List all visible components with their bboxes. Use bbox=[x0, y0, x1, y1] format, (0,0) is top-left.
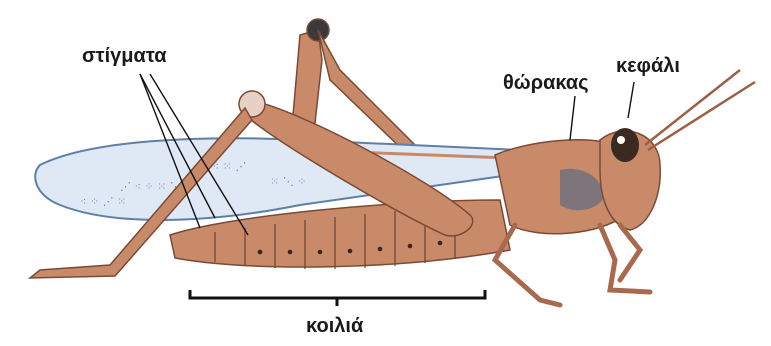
front-legs bbox=[495, 225, 650, 305]
svg-text:⁙ ⋱ ⁘: ⁙ ⋱ ⁘ bbox=[270, 175, 306, 188]
svg-text:⁖ ⁘ ⋰ ⁙: ⁖ ⁘ ⋰ ⁙ bbox=[80, 195, 126, 208]
svg-text:⋰ ⁖ ⁘ ⁙ ⋱: ⋰ ⁖ ⁘ ⁙ ⋱ bbox=[120, 180, 181, 193]
label-spiracles: στίγματα bbox=[82, 46, 166, 66]
head bbox=[600, 70, 755, 230]
label-thorax: θώρακας bbox=[503, 73, 589, 93]
label-abdomen: κοιλιά bbox=[306, 316, 363, 336]
label-head: κεφάλι bbox=[616, 56, 680, 76]
abdomen-bracket bbox=[190, 290, 485, 306]
